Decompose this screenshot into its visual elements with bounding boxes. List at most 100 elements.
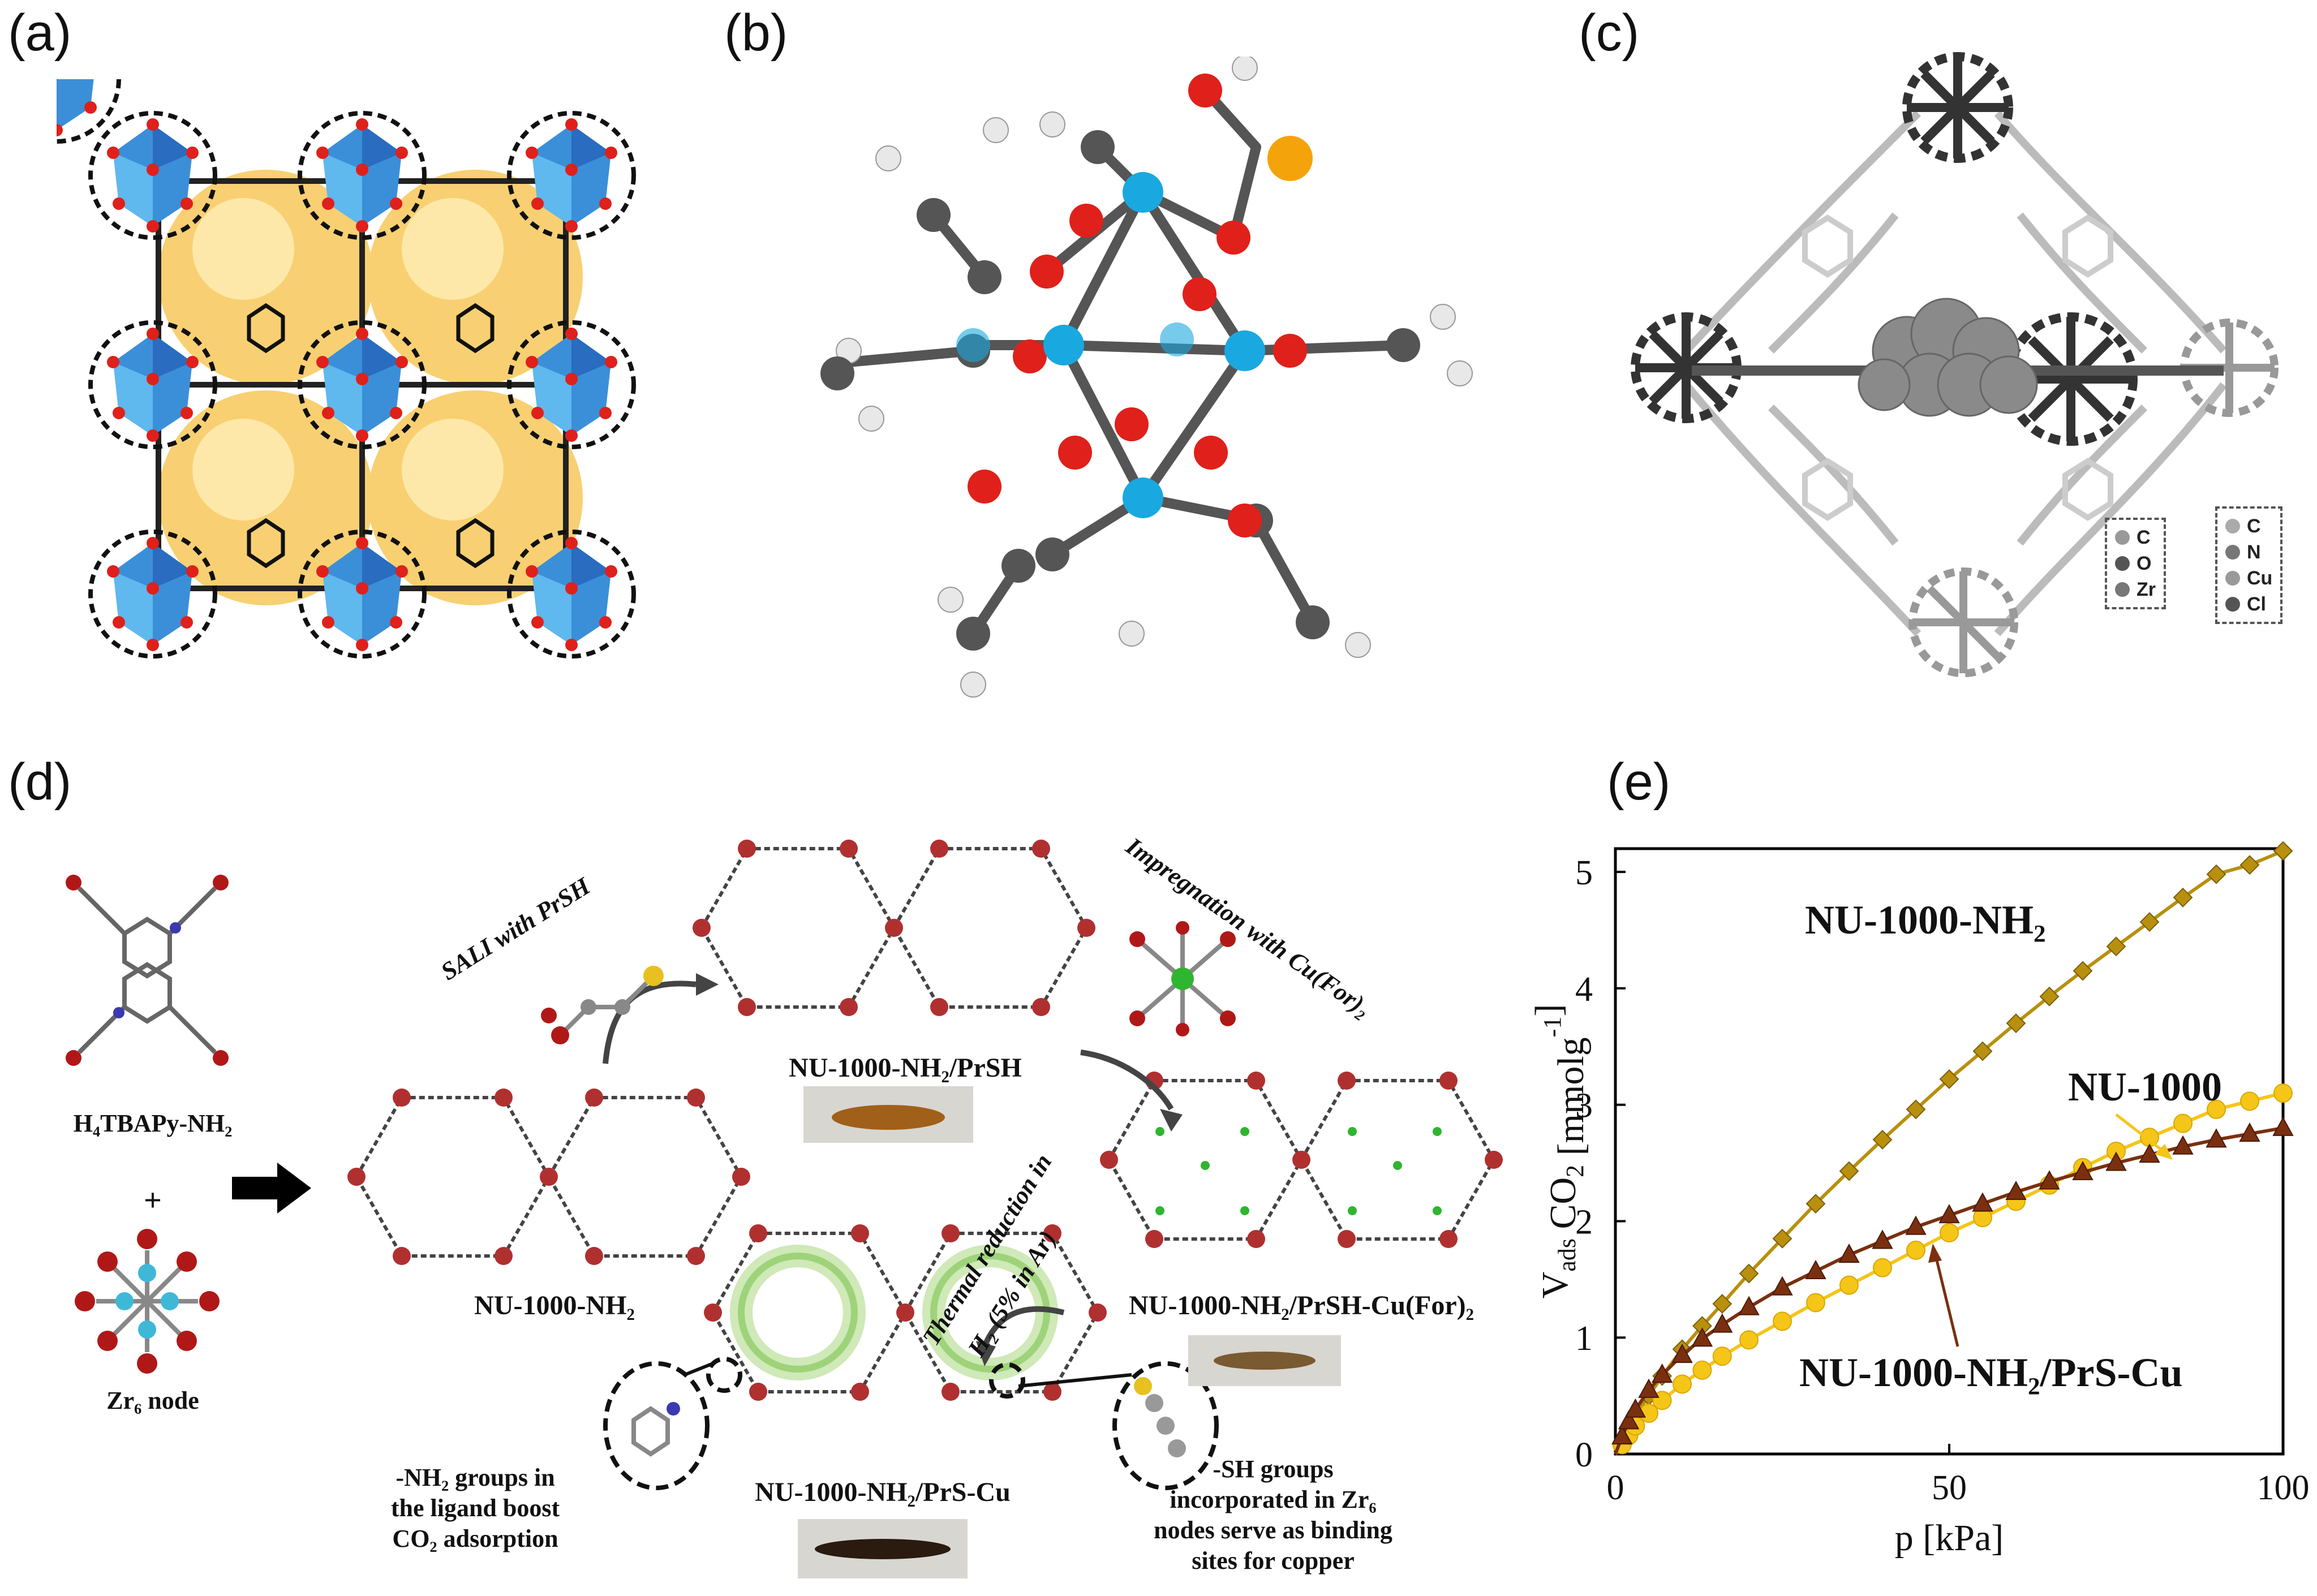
zr6-node-molecule [75, 1229, 220, 1374]
mof-label-prs-cu: NU-1000-NH₂/PrS-Cu [755, 1477, 1011, 1507]
zoom-molecule-nh2 [631, 1406, 670, 1457]
sample-photo-cu-for [1188, 1335, 1341, 1386]
data-point [1839, 1275, 1859, 1295]
y-tick-label: 1 [1575, 1319, 1593, 1358]
data-point [1638, 1378, 1660, 1398]
mof-label-prsh-cu-for: NU-1000-NH₂/PrSH-Cu(For)₂ [1128, 1290, 1474, 1320]
data-point [1651, 1363, 1673, 1383]
atom-dot-icon [2115, 556, 2130, 571]
data-point [1972, 1192, 1993, 1212]
data-point [2173, 888, 2193, 907]
data-point [1673, 1374, 1692, 1394]
data-point [1712, 1347, 1732, 1366]
cage-framework-c [1631, 52, 2279, 677]
sample-photo-prsh [803, 1086, 973, 1143]
legend-item: C [2115, 524, 2156, 550]
data-point [1712, 1313, 1733, 1333]
sample-photo-prs-cu [798, 1519, 968, 1578]
framework-structure-a [57, 79, 668, 690]
legend-item: C [2225, 513, 2272, 539]
data-point [2106, 936, 2126, 957]
zr6-cluster-b [820, 57, 1473, 698]
data-point [1839, 1161, 1859, 1181]
y-tick-label: 5 [1575, 854, 1593, 892]
data-point [2073, 961, 2093, 981]
data-point [1938, 1204, 1960, 1224]
series-1 [1612, 1083, 2293, 1455]
data-point [2173, 1113, 2193, 1133]
zoom-molecule-sh [1145, 1394, 1186, 1457]
atom-dot-icon [2115, 582, 2130, 597]
data-point [1905, 1215, 1927, 1235]
linker-molecule [66, 875, 229, 1066]
data-point [2273, 1083, 2293, 1103]
plus-sign: + [144, 1183, 162, 1218]
data-point [1611, 1425, 1633, 1445]
carbon-atoms [820, 130, 1420, 651]
data-point [2172, 1135, 2194, 1155]
data-point [2139, 912, 2160, 932]
glowing-pores [730, 1245, 1058, 1380]
legend-item: O [2115, 550, 2156, 577]
reaction-arrow [232, 1163, 311, 1214]
oxygen-atoms [968, 74, 1307, 537]
annotation-nu1000-nh2: NU-1000-NH₂ [1805, 897, 2046, 943]
metal-nodes-dark [1631, 52, 2138, 446]
data-point [2039, 1170, 2060, 1190]
data-point [2005, 1180, 2027, 1201]
annotation-arrowhead [2155, 1144, 2173, 1160]
synthesis-scheme-d [66, 815, 1528, 1578]
phenyl-rings [247, 303, 495, 569]
series-2 [1611, 1116, 2294, 1455]
hydrogen-atoms [836, 57, 1473, 698]
annotation-arrowhead [1928, 1244, 1942, 1263]
data-point [1738, 1296, 1760, 1315]
chart-series [1611, 841, 2294, 1455]
annotation-arrow-prs-cu [1933, 1253, 1959, 1347]
panel-label-d: (d) [8, 753, 72, 811]
panel-label-c: (c) [1579, 4, 1640, 62]
data-point [1739, 1263, 1759, 1284]
data-point [1872, 1229, 1893, 1249]
panel-label-a: (a) [8, 4, 72, 62]
data-point [1972, 1041, 1993, 1061]
x-tick-label: 0 [1607, 1469, 1624, 1507]
legend-item: Zr [2115, 577, 2156, 603]
data-point [2105, 1151, 2127, 1171]
legend-box-left: C O Zr [2105, 518, 2166, 609]
prsh-molecule [541, 966, 664, 1044]
data-point [1712, 1294, 1733, 1314]
atom-dot-icon [2225, 571, 2240, 586]
data-point [2039, 986, 2060, 1006]
x-tick-label: 100 [2257, 1469, 2310, 1507]
annotation-prs-cu: NU-1000-NH₂/PrS-Cu [1799, 1350, 2183, 1395]
data-point [1873, 1258, 1892, 1277]
bonds [844, 85, 1408, 639]
cu-formate-molecule [1129, 921, 1236, 1036]
mof-label-nh2: NU-1000-NH₂ [474, 1290, 635, 1320]
atom-dot-icon [2225, 597, 2240, 612]
data-point [1772, 1276, 1793, 1296]
data-point [2206, 864, 2226, 884]
x-axis-label: p [kPa] [1895, 1517, 2004, 1559]
legend-item: Cu [2225, 565, 2272, 591]
data-point [1906, 1099, 1926, 1120]
legend-box-right: C N Cu Cl [2215, 506, 2283, 624]
y-tick-label: 4 [1575, 970, 1593, 1009]
data-point [1806, 1194, 1826, 1214]
x-tick-label: 50 [1932, 1469, 1967, 1507]
data-point [2006, 1013, 2026, 1034]
hexagons-light [1802, 214, 2113, 521]
data-point [2240, 1091, 2259, 1111]
data-point [2272, 1116, 2294, 1136]
zr6-node-label: Zr₆ node [106, 1387, 199, 1414]
annotation-arrow-nu1000 [2115, 1113, 2168, 1155]
data-point [1691, 1327, 1713, 1347]
magnifier-callouts [603, 1357, 1219, 1490]
data-point [2206, 1128, 2227, 1148]
data-point [1624, 1398, 1647, 1418]
legend-item: Cl [2225, 591, 2272, 617]
atom-dot-icon [2225, 545, 2240, 560]
